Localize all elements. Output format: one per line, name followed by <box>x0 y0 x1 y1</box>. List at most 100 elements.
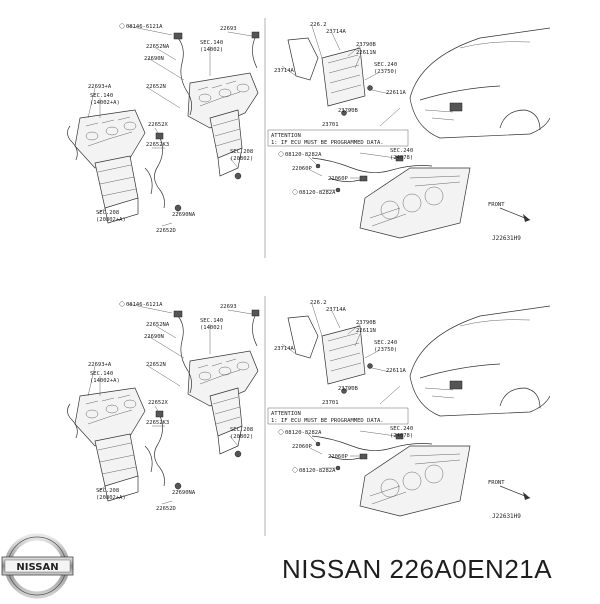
label-k: 22652X <box>148 400 169 406</box>
label-b: 22693 <box>220 304 237 310</box>
label-j: (14002+A) <box>90 100 120 106</box>
label-h: 22652N <box>146 362 166 368</box>
label-front: FRONT <box>488 480 505 486</box>
label-l: 22652K3 <box>146 142 169 148</box>
bolt-callout-icon <box>119 301 125 307</box>
label-e: (14002) <box>200 325 223 331</box>
label-a: 08146-6121A <box>126 302 163 308</box>
label-f: 22690N <box>144 334 164 340</box>
label-t: 23714A <box>326 307 347 313</box>
label-front: FRONT <box>488 202 505 208</box>
front-arrow <box>499 207 531 222</box>
label-m: SEC.208 <box>230 149 253 155</box>
bolt-callout-icon <box>292 189 298 195</box>
label-p: (20802+A) <box>96 217 126 223</box>
right-top-leader-lines <box>281 303 401 405</box>
label-p: (20802+A) <box>96 495 126 501</box>
attention-note: ATTENTION 1: IF ECU MUST BE PROGRAMMED D… <box>267 407 409 425</box>
label-ab: 23701 <box>322 122 339 128</box>
diagram-ref-code: J22631H9 <box>492 513 521 520</box>
label-ab: 23701 <box>322 400 339 406</box>
exhaust-manifold-assembly <box>67 309 260 502</box>
label-b: 22693 <box>220 26 237 32</box>
label-ae: 08120-8282A <box>285 152 322 158</box>
label-q: 22690NA <box>172 212 196 218</box>
attention-text: 1: IF ECU MUST BE PROGRAMMED DATA. <box>271 140 384 146</box>
label-k: 22652X <box>148 122 169 128</box>
logo-text: NISSAN <box>16 562 58 573</box>
bolt-callout-icon <box>292 467 298 473</box>
label-r: 22652D <box>156 228 176 234</box>
attention-text: 1: IF ECU MUST BE PROGRAMMED DATA. <box>271 418 384 424</box>
label-ai: 22060P <box>328 454 349 460</box>
label-aa: 23790B <box>338 386 359 392</box>
nissan-logo: NISSAN <box>0 530 75 600</box>
label-z: 23714A <box>274 68 295 74</box>
label-j: (14002+A) <box>90 378 120 384</box>
parts-diagram-top: 08146-6121A 22693 22652NA SEC.140 (14002… <box>60 18 550 258</box>
label-i: SEC.140 <box>90 371 113 377</box>
label-a: 08146-6121A <box>126 24 163 30</box>
label-l: 22652K3 <box>146 420 169 426</box>
exhaust-manifold-assembly <box>67 31 260 224</box>
label-af: SEC.240 <box>390 148 413 154</box>
label-v: 22611N <box>356 50 376 56</box>
label-d: SEC.140 <box>200 318 223 324</box>
label-t: 23714A <box>326 29 347 35</box>
label-o: SEC.208 <box>96 210 119 216</box>
label-w: SEC.240 <box>374 62 397 68</box>
label-x: (23750) <box>374 69 397 75</box>
label-aj: 08120-8282A <box>299 190 336 196</box>
label-v: 22611N <box>356 328 376 334</box>
right-bottom-leader-lines <box>307 152 397 191</box>
engine-block-illustration <box>311 155 471 239</box>
vehicle-front-illustration <box>409 305 550 417</box>
label-aa: 23790B <box>338 108 359 114</box>
label-g: 22693+A <box>88 84 112 90</box>
label-x: (23750) <box>374 347 397 353</box>
front-arrow <box>499 485 531 500</box>
label-q: 22690NA <box>172 490 196 496</box>
label-z: 23714A <box>274 346 295 352</box>
label-s: 226.2 <box>310 300 327 306</box>
part-number-title: NISSAN 226A0EN21A <box>282 554 553 584</box>
label-ag: (24078) <box>390 433 413 439</box>
label-ah: 22060P <box>292 166 313 172</box>
right-top-leader-lines <box>281 25 401 127</box>
label-w: SEC.240 <box>374 340 397 346</box>
label-d: SEC.140 <box>200 40 223 46</box>
label-g: 22693+A <box>88 362 112 368</box>
bolt-callout-icon <box>119 23 125 29</box>
label-i: SEC.140 <box>90 93 113 99</box>
label-o: SEC.208 <box>96 488 119 494</box>
label-ah: 22060P <box>292 444 313 450</box>
label-h: 22652N <box>146 84 166 90</box>
label-f: 22690N <box>144 56 164 62</box>
ecm-bracket <box>287 315 373 394</box>
vehicle-front-illustration <box>409 27 550 139</box>
bolt-callout-icon <box>278 429 284 435</box>
label-ai: 22060P <box>328 176 349 182</box>
ecm-bracket <box>287 37 373 116</box>
label-aj: 08120-8282A <box>299 468 336 474</box>
label-ae: 08120-8282A <box>285 430 322 436</box>
label-ag: (24078) <box>390 155 413 161</box>
label-n: (20802) <box>230 434 253 440</box>
parts-diagram-bottom: 08146-6121A 22693 22652NA SEC.140 (14002… <box>60 296 550 536</box>
left-leader-lines <box>87 303 253 505</box>
label-y: 22611A <box>386 90 407 96</box>
right-bottom-leader-lines <box>307 430 397 469</box>
left-leader-lines <box>87 25 253 227</box>
label-n: (20802) <box>230 156 253 162</box>
label-u: 23790B <box>356 320 377 326</box>
label-m: SEC.208 <box>230 427 253 433</box>
label-u: 23790B <box>356 42 377 48</box>
attention-note: ATTENTION 1: IF ECU MUST BE PROGRAMMED D… <box>267 129 409 147</box>
label-c: 22652NA <box>146 322 170 328</box>
label-s: 226.2 <box>310 22 327 28</box>
diagram-ref-code: J22631H9 <box>492 235 521 242</box>
label-r: 22652D <box>156 506 176 512</box>
label-y: 22611A <box>386 368 407 374</box>
label-c: 22652NA <box>146 44 170 50</box>
engine-block-illustration <box>311 433 471 517</box>
